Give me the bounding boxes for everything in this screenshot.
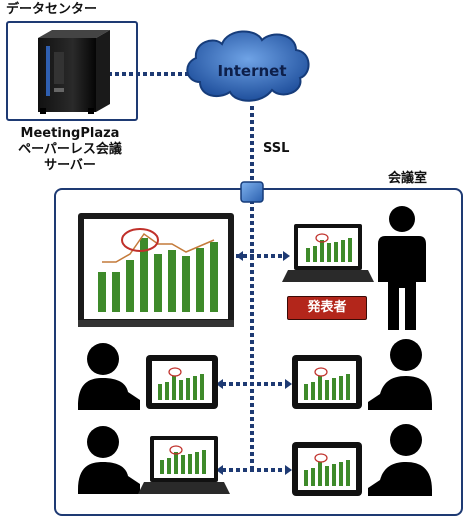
arrow-right-row2	[285, 379, 292, 389]
internet-cloud-icon: Internet	[186, 30, 310, 102]
projection-screen	[78, 213, 234, 327]
screen-chart-bars	[98, 238, 218, 312]
server-name-line1: MeetingPlaza	[20, 126, 120, 141]
ssl-label: SSL	[263, 141, 290, 156]
server-name-line3: サーバー	[44, 158, 96, 173]
arrow-right-presenter	[283, 251, 290, 261]
laptop-icon	[138, 436, 230, 494]
server-tower-icon	[38, 30, 110, 114]
network-hub-icon	[240, 181, 264, 203]
server-name-label: MeetingPlaza ペーパーレス会議 サーバー	[0, 126, 140, 174]
arrow-left-row2	[216, 379, 223, 389]
person-icon	[78, 426, 140, 494]
monitor-icon	[292, 442, 362, 496]
link-arrowheads	[216, 251, 292, 475]
internet-label: Internet	[217, 62, 286, 80]
laptop-icon	[282, 224, 374, 282]
server-name-line2: ペーパーレス会議	[18, 142, 122, 157]
person-icon	[368, 339, 432, 410]
person-icon	[378, 206, 426, 330]
person-icon	[368, 424, 432, 496]
arrow-left-screen	[236, 251, 243, 261]
arrow-left-row3	[216, 465, 223, 475]
network-links	[108, 72, 286, 472]
conference-room-label: 会議室	[388, 171, 428, 186]
person-icon	[78, 343, 140, 410]
presenter-badge: 発表者	[287, 296, 367, 320]
monitor-icon	[292, 355, 362, 409]
monitor-icon	[146, 355, 218, 409]
datacenter-label: データセンター	[6, 2, 98, 17]
arrow-right-row3	[285, 465, 292, 475]
